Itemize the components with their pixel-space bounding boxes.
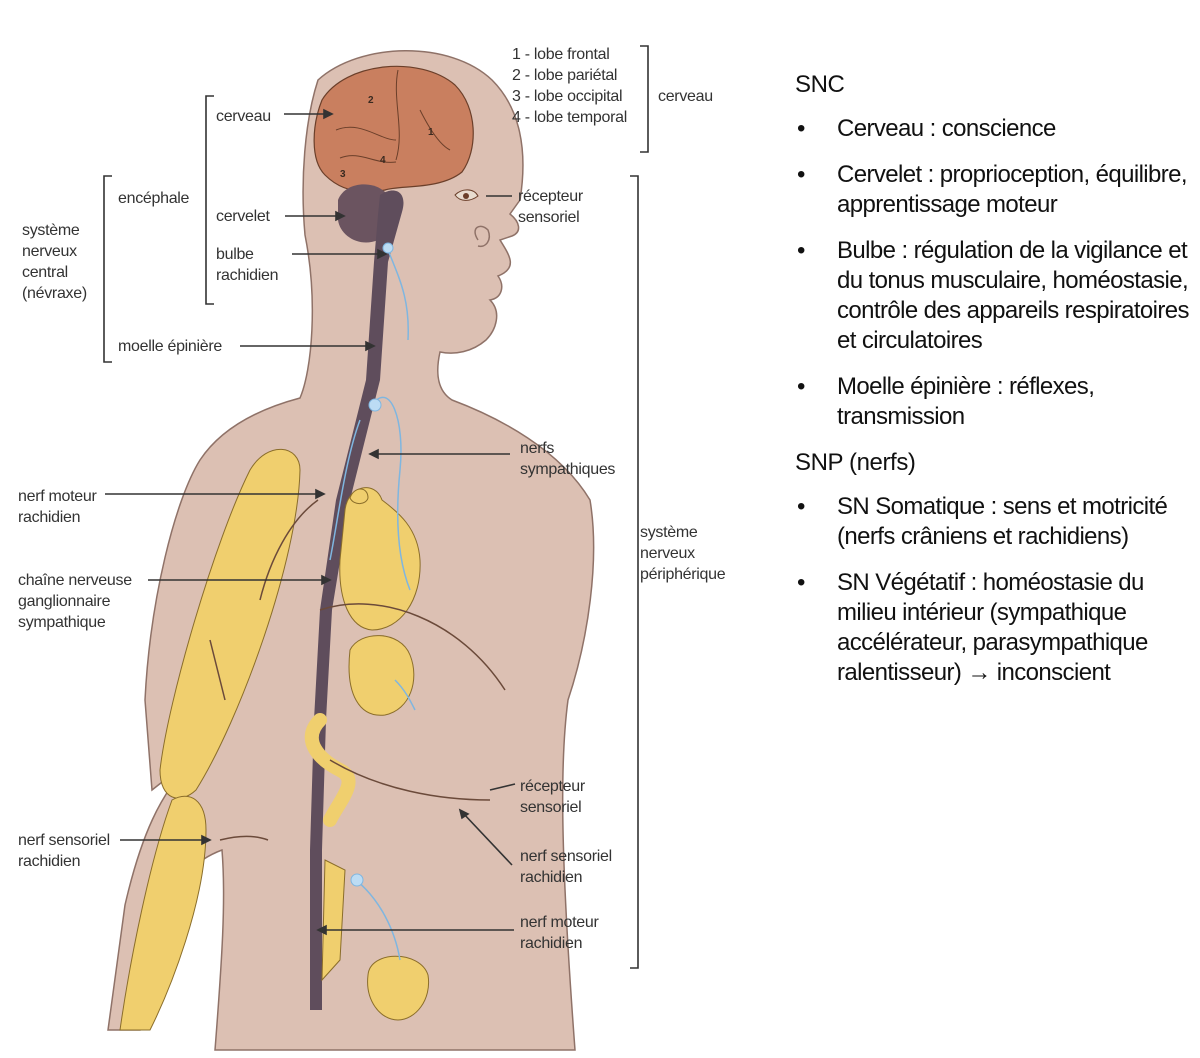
recepteur-top-label: récepteur sensoriel — [518, 186, 583, 228]
list-item: • Bulbe : régulation de la vigilance et d… — [795, 236, 1200, 356]
lobe-number-2: 2 — [368, 90, 373, 111]
cervelet-label: cervelet — [216, 206, 270, 227]
bullet: • — [797, 160, 805, 190]
moelle-label: moelle épinière — [118, 336, 222, 357]
ganglion — [351, 874, 363, 886]
ganglion — [383, 243, 393, 253]
encephale-label: encéphale — [118, 188, 189, 209]
list-item-text: SN Végétatif : homéostasie du milieu int… — [837, 569, 1148, 686]
cerveau-group-label: cerveau — [658, 86, 713, 107]
nerf-sensoriel-left-label: nerf sensoriel rachidien — [18, 830, 110, 872]
nerf-moteur-right-label: nerf moteur rachidien — [520, 912, 599, 954]
bullet: • — [797, 568, 805, 598]
ganglion — [369, 399, 381, 411]
stomach — [349, 636, 414, 716]
nerf-moteur-left-label: nerf moteur rachidien — [18, 486, 97, 528]
lobes-label: 1 - lobe frontal 2 - lobe pariétal 3 - l… — [512, 44, 627, 128]
bulbe-label: bulbe rachidien — [216, 244, 278, 286]
snc-label: système nerveux central (névraxe) — [22, 220, 87, 304]
nerfs-sympathiques-label: nerfs sympathiques — [520, 438, 615, 480]
snc-heading: SNC — [795, 70, 1200, 100]
list-item-text: Cervelet : proprioception, équilibre, ap… — [837, 161, 1187, 218]
bullet: • — [797, 372, 805, 402]
list-item: • SN Somatique : sens et motricité (nerfs… — [795, 492, 1200, 552]
list-item-text: SN Somatique : sens et motricité (nerfs … — [837, 493, 1167, 550]
snp-heading: SNP (nerfs) — [795, 448, 1200, 478]
lobe-number-3: 3 — [340, 164, 345, 185]
list-item-text: Moelle épinière : réflexes, transmission — [837, 373, 1094, 430]
list-item: • Cerveau : conscience — [795, 114, 1200, 144]
nerf-sensoriel-right-label: nerf sensoriel rachidien — [520, 846, 612, 888]
snp-label: système nerveux périphérique — [640, 522, 725, 585]
bullet: • — [797, 236, 805, 266]
list-item-text: Cerveau : conscience — [837, 115, 1056, 142]
lobe-number-4: 4 — [380, 150, 385, 171]
bullet: • — [797, 114, 805, 144]
list-item: • Cervelet : proprioception, équilibre, a… — [795, 160, 1200, 220]
bullet: • — [797, 492, 805, 522]
chaine-label: chaîne nerveuse ganglionnaire sympathiqu… — [18, 570, 132, 633]
cerveau-label: cerveau — [216, 106, 271, 127]
list-item: • SN Végétatif : homéostasie du milieu in… — [795, 568, 1200, 688]
notes-panel: SNC • Cerveau : conscience • Cervelet : pr… — [795, 70, 1200, 704]
lobe-number-1: 1 — [428, 122, 433, 143]
recepteur-bottom-label: récepteur sensoriel — [520, 776, 585, 818]
list-item-text: Bulbe : régulation de la vigilance et du… — [837, 237, 1189, 354]
list-item: • Moelle épinière : réflexes, transmissio… — [795, 372, 1200, 432]
snp-list: • SN Somatique : sens et motricité (nerfs… — [795, 492, 1200, 688]
nervous-system-figure: 2 1 4 3 1 - lobe frontal 2 - lobe pariét… — [0, 0, 760, 1053]
snc-list: • Cerveau : conscience • Cervelet : propri… — [795, 114, 1200, 432]
